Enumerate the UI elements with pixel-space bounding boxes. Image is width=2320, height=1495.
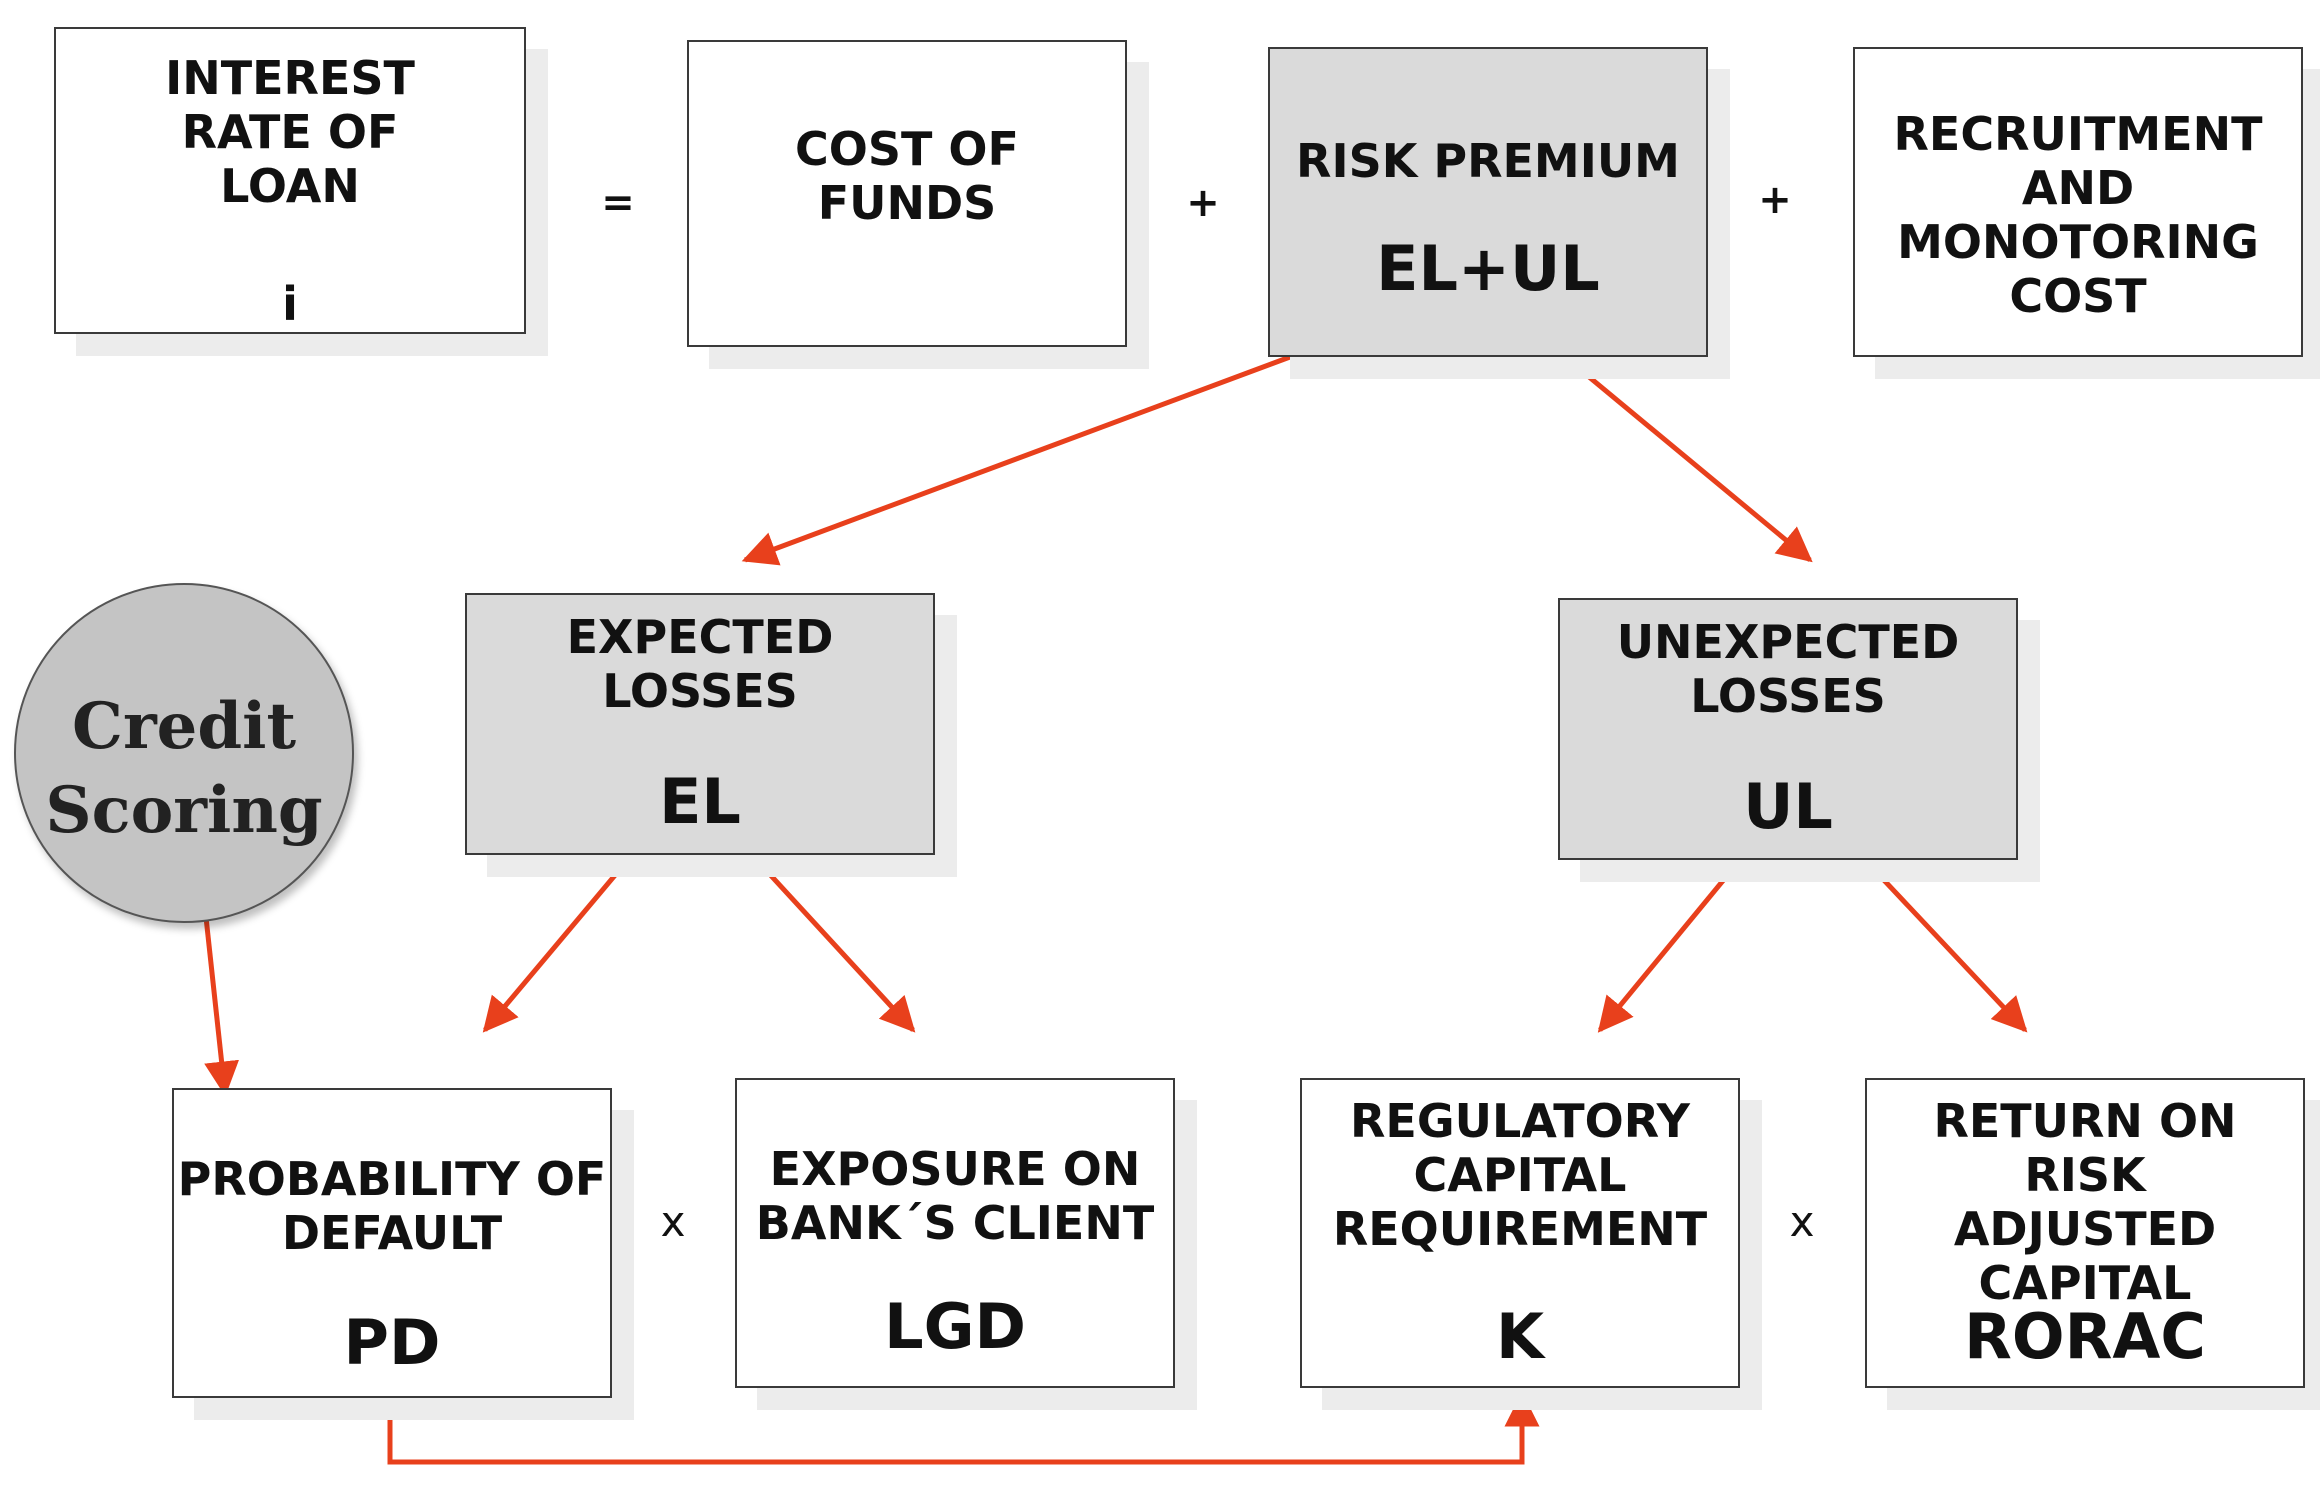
interest-rate-abbr: i <box>282 277 298 331</box>
exposure-box: EXPOSURE ON BANK´S CLIENT LGD <box>735 1078 1175 1388</box>
risk-premium-box: RISK PREMIUM EL+UL <box>1268 47 1708 357</box>
plus-operator-2: + <box>1758 177 1792 223</box>
interest-rate-box: INTEREST RATE OF LOAN i <box>54 27 526 334</box>
times-operator-1: x <box>660 1197 686 1246</box>
arrow-risk-to-el <box>741 354 1291 566</box>
rorac-label: RETURN ON RISK ADJUSTED CAPITAL <box>1933 1094 2237 1310</box>
equals-operator: = <box>601 180 635 226</box>
risk-premium-abbr: EL+UL <box>1376 232 1600 305</box>
expected-losses-abbr: EL <box>659 765 741 838</box>
recruitment-label: RECRUITMENT AND MONOTORING COST <box>1893 107 2263 323</box>
regulatory-capital-box: REGULATORY CAPITAL REQUIREMENT K <box>1300 1078 1740 1388</box>
credit-scoring-circle: Credit Scoring <box>14 583 354 923</box>
unexpected-losses-box: UNEXPECTED LOSSES UL <box>1558 598 2018 860</box>
regulatory-capital-abbr: K <box>1495 1300 1545 1373</box>
unexpected-losses-abbr: UL <box>1743 770 1833 843</box>
arrow-credit-scoring-to-pd <box>202 907 240 1097</box>
arrow-pd-to-k <box>387 1391 1540 1465</box>
unexpected-losses-label: UNEXPECTED LOSSES <box>1616 615 1960 723</box>
arrow-ul-to-rorac <box>1863 858 2028 1033</box>
interest-rate-label: INTEREST RATE OF LOAN <box>165 51 415 213</box>
probability-of-default-label: PROBABILITY OF DEFAULT <box>177 1152 607 1260</box>
expected-losses-label: EXPECTED LOSSES <box>566 610 834 718</box>
arrow-el-to-lgd <box>750 853 916 1033</box>
risk-premium-label: RISK PREMIUM <box>1296 134 1680 188</box>
probability-of-default-abbr: PD <box>343 1306 441 1379</box>
rorac-abbr: RORAC <box>1964 1300 2206 1373</box>
arrow-ul-to-k <box>1597 858 1742 1033</box>
credit-scoring-label: Credit Scoring <box>45 689 323 848</box>
regulatory-capital-label: REGULATORY CAPITAL REQUIREMENT <box>1332 1094 1708 1256</box>
times-operator-2: x <box>1789 1197 1815 1246</box>
rorac-box: RETURN ON RISK ADJUSTED CAPITAL RORAC <box>1865 1078 2305 1388</box>
exposure-label: EXPOSURE ON BANK´S CLIENT <box>755 1142 1155 1250</box>
cost-of-funds-label: COST OF FUNDS <box>795 122 1019 230</box>
recruitment-box: RECRUITMENT AND MONOTORING COST <box>1853 47 2303 357</box>
plus-operator-1: + <box>1186 180 1220 226</box>
expected-losses-box: EXPECTED LOSSES EL <box>465 593 935 855</box>
cost-of-funds-box: COST OF FUNDS <box>687 40 1127 347</box>
probability-of-default-box: PROBABILITY OF DEFAULT PD <box>172 1088 612 1398</box>
exposure-abbr: LGD <box>884 1290 1026 1363</box>
arrow-el-to-pd <box>482 853 634 1033</box>
arrow-risk-to-ul <box>1563 355 1813 563</box>
